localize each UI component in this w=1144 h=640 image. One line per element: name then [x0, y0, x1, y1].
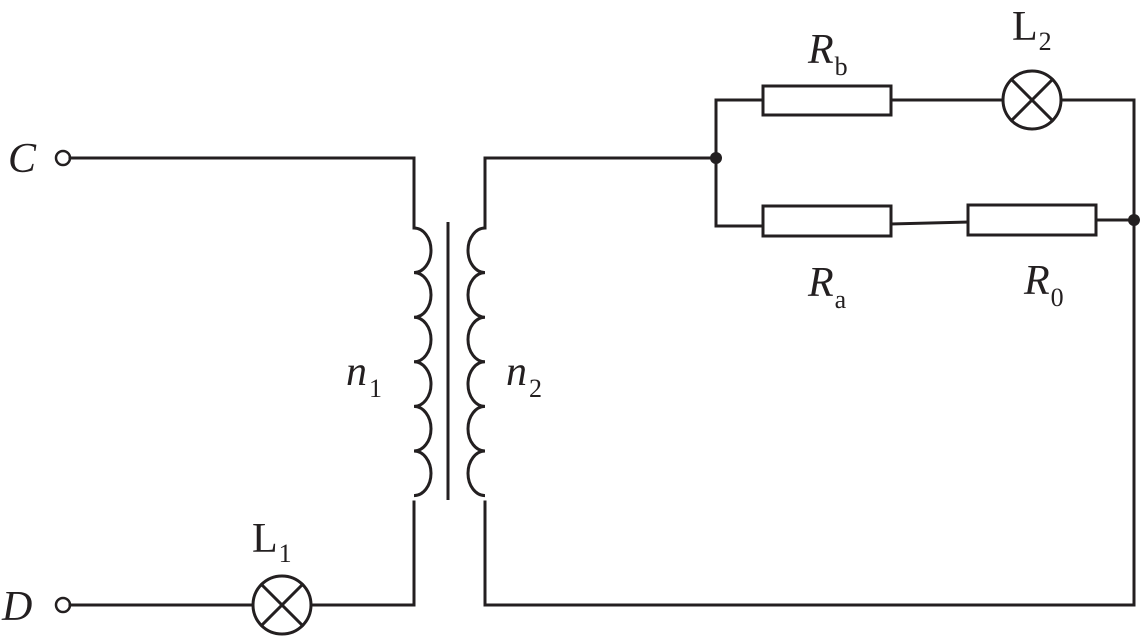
resistor-ra — [761, 204, 893, 238]
resistor-ra-label: Ra — [807, 260, 847, 314]
secondary-coil — [466, 226, 486, 498]
terminal-d-label: D — [1, 584, 32, 630]
resistor-rb — [761, 84, 893, 117]
terminal-c — [54, 149, 72, 167]
terminal-c-label: C — [8, 136, 37, 182]
lamp-l1 — [251, 574, 313, 636]
primary-coil — [413, 226, 433, 498]
secondary-bottom-wire — [483, 218, 1136, 607]
junction-right — [1128, 214, 1140, 226]
primary-top-wire — [68, 156, 416, 230]
resistor-r0 — [966, 203, 1098, 237]
resistor-r0-label: R0 — [1023, 258, 1064, 312]
branch-b-wire-right — [1060, 98, 1136, 222]
terminal-d — [54, 596, 72, 614]
primary-bottom-wire-right — [310, 500, 416, 607]
junction-left — [710, 152, 722, 164]
lamp-l2-label: L2 — [1012, 4, 1052, 56]
primary-turns-label: n1 — [346, 349, 382, 403]
lamp-l2 — [1001, 69, 1063, 131]
branch-b-wire-left — [714, 98, 765, 160]
resistor-rb-label: Rb — [807, 27, 848, 81]
lamp-l1-label: L1 — [252, 516, 292, 568]
branch-a-wire-left — [714, 156, 765, 228]
secondary-top-wire — [483, 156, 718, 230]
branch-a-wire-mid — [889, 220, 970, 226]
secondary-turns-label: n2 — [506, 349, 542, 403]
